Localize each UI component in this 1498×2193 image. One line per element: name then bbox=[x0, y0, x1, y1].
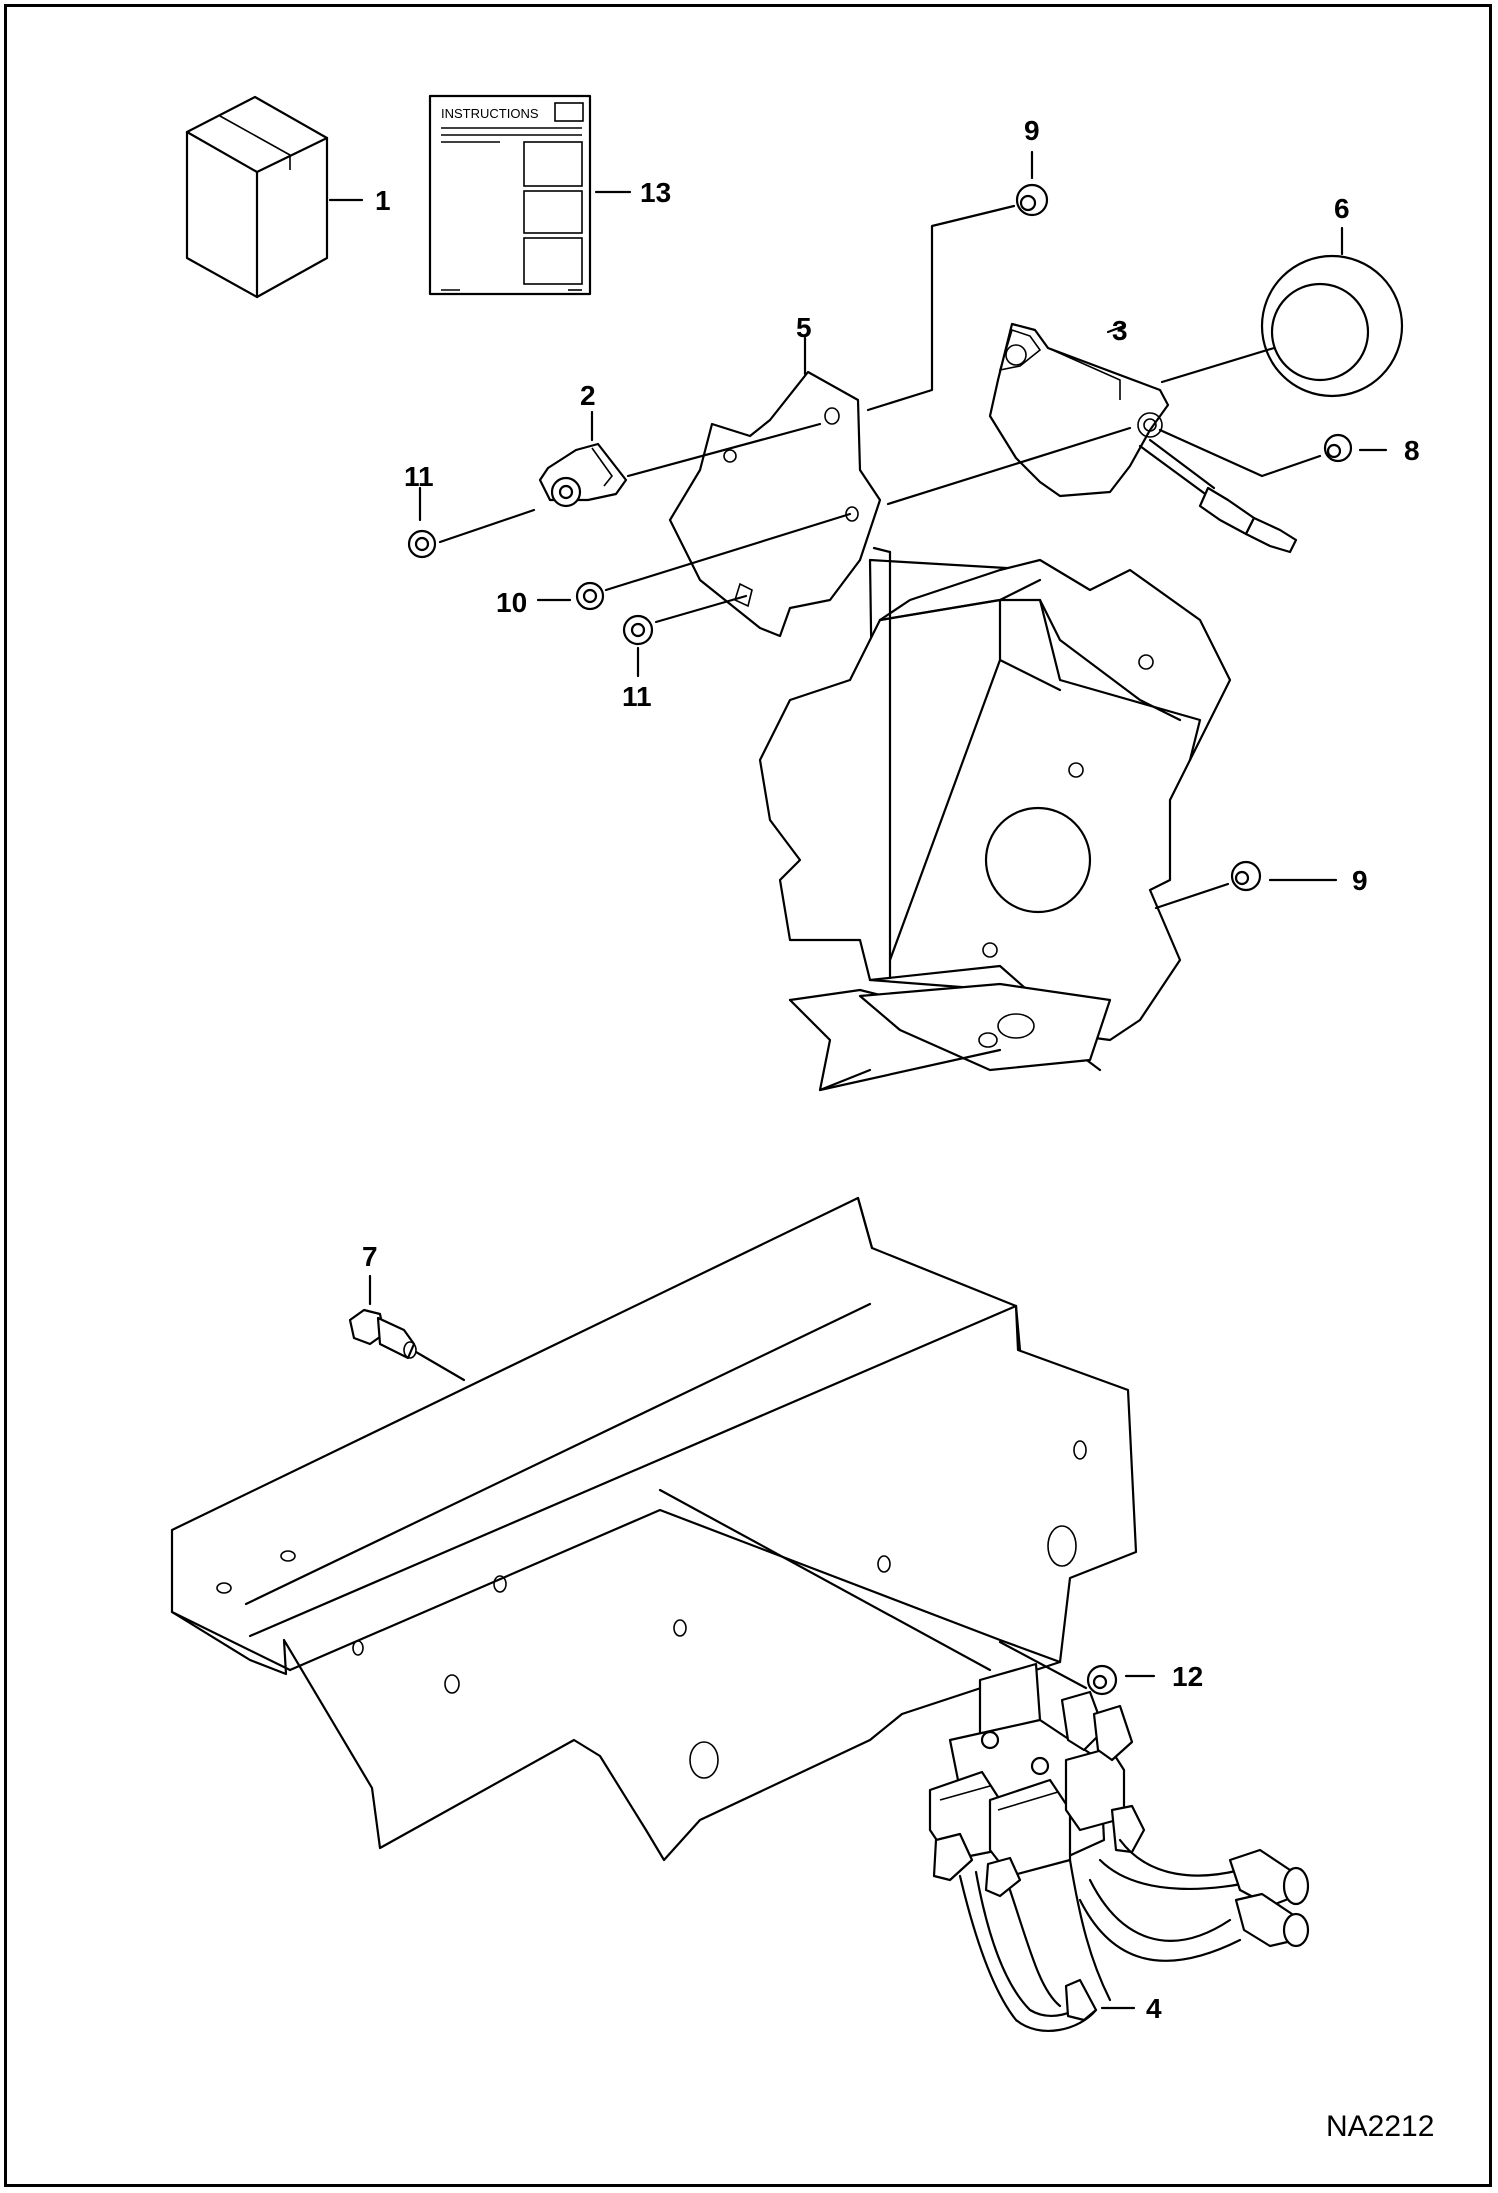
nut-top bbox=[866, 150, 1049, 412]
callout-10: 10 bbox=[496, 587, 527, 618]
callout-9-right: 9 bbox=[1352, 865, 1368, 896]
nut-9-right bbox=[1154, 860, 1338, 910]
callout-9-top: 9 bbox=[1024, 115, 1040, 146]
instructions-sheet: INSTRUCTIONS bbox=[428, 94, 632, 296]
callout-1: 1 bbox=[375, 185, 391, 216]
callout-3: 3 bbox=[1112, 315, 1128, 346]
bracket-plate bbox=[668, 336, 882, 638]
callout-5: 5 bbox=[796, 312, 812, 343]
sensor-assembly bbox=[886, 322, 1298, 554]
nut-12 bbox=[998, 1640, 1156, 1696]
callout-11-lower: 11 bbox=[622, 681, 652, 712]
nut-11-left bbox=[407, 486, 536, 559]
callout-13: 13 bbox=[640, 177, 671, 208]
relay-harness bbox=[928, 1662, 1310, 2032]
diagram-frame bbox=[4, 4, 1492, 2187]
callout-7: 7 bbox=[362, 1241, 378, 1272]
callout-6: 6 bbox=[1334, 193, 1350, 224]
grommet bbox=[1160, 226, 1404, 398]
chassis-upper bbox=[758, 546, 1232, 1092]
instructions-heading: INSTRUCTIONS bbox=[441, 106, 539, 121]
bolt bbox=[348, 1274, 466, 1382]
callout-11-left: 11 bbox=[404, 461, 434, 492]
callout-2: 2 bbox=[580, 380, 596, 411]
nut-11-lower bbox=[622, 594, 748, 678]
callout-12: 12 bbox=[1172, 1661, 1203, 1692]
chassis-lower bbox=[170, 1196, 1138, 1862]
nut-8 bbox=[1158, 428, 1388, 478]
drawing-code: NA2212 bbox=[1326, 2110, 1434, 2143]
nut-10 bbox=[536, 512, 852, 611]
callout-8: 8 bbox=[1404, 435, 1420, 466]
clamp bbox=[538, 410, 822, 508]
callout-4: 4 bbox=[1146, 1993, 1162, 2024]
part-box bbox=[185, 95, 364, 299]
